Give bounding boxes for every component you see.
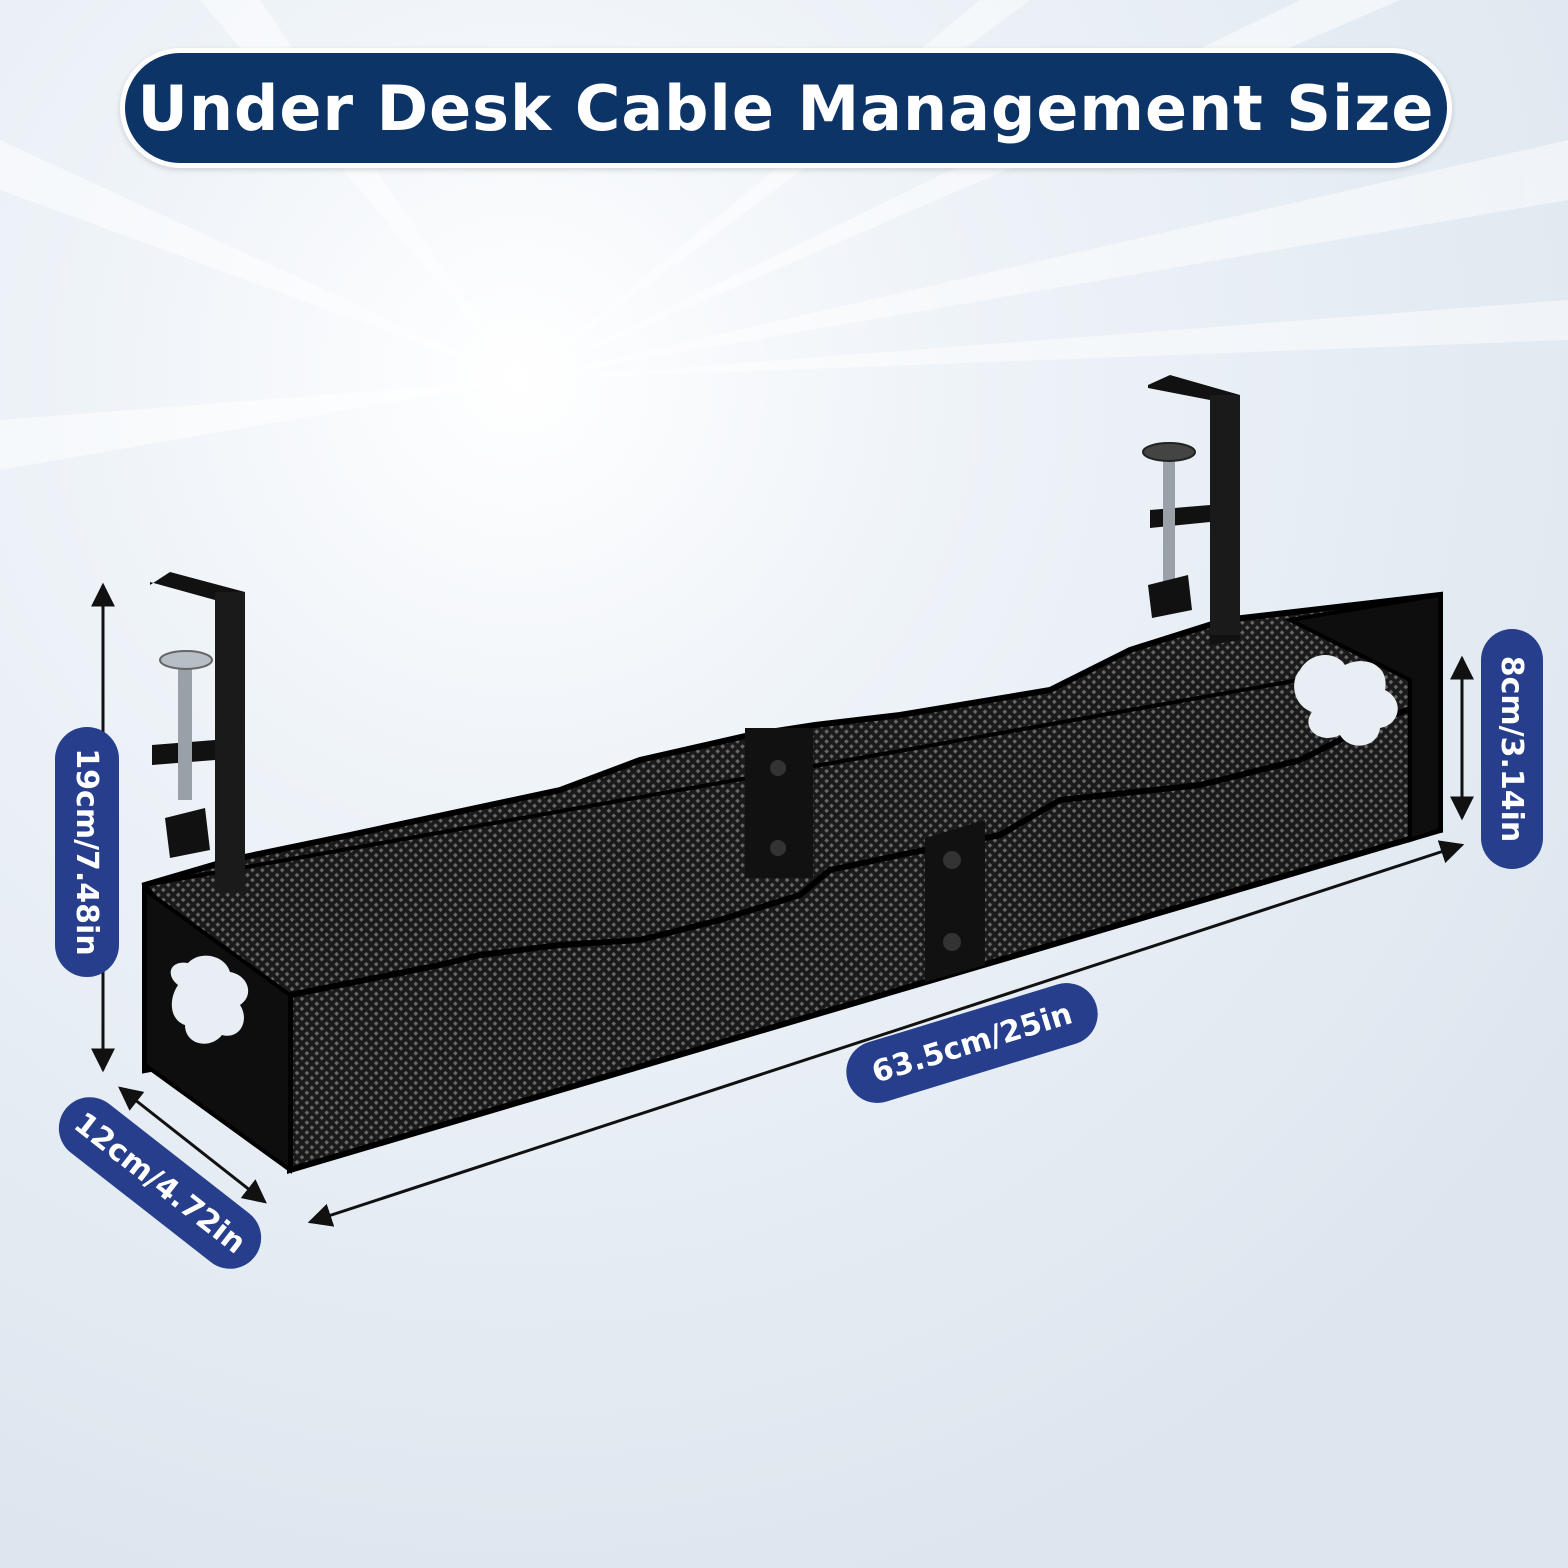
left-clamp — [150, 572, 245, 892]
screw-head — [770, 840, 786, 856]
screw-head — [770, 760, 786, 776]
title-banner: Under Desk Cable Management Size — [120, 48, 1452, 168]
length-arrow — [307, 840, 1465, 1227]
height-dimension-label: 19cm/7.48in — [55, 727, 119, 977]
depth-arrow — [118, 1086, 267, 1204]
screw-head — [943, 851, 961, 869]
right-clamp — [1142, 375, 1240, 645]
tray-right-end-plate — [1283, 592, 1442, 843]
screw-head — [943, 933, 961, 951]
right-cable-cutout — [1294, 654, 1398, 746]
page-title: Under Desk Cable Management Size — [137, 71, 1435, 145]
tray-height-dimension-label: 8cm/3.14in — [1481, 629, 1543, 869]
center-connector-front — [925, 820, 985, 982]
left-cable-cutout — [170, 955, 249, 1044]
